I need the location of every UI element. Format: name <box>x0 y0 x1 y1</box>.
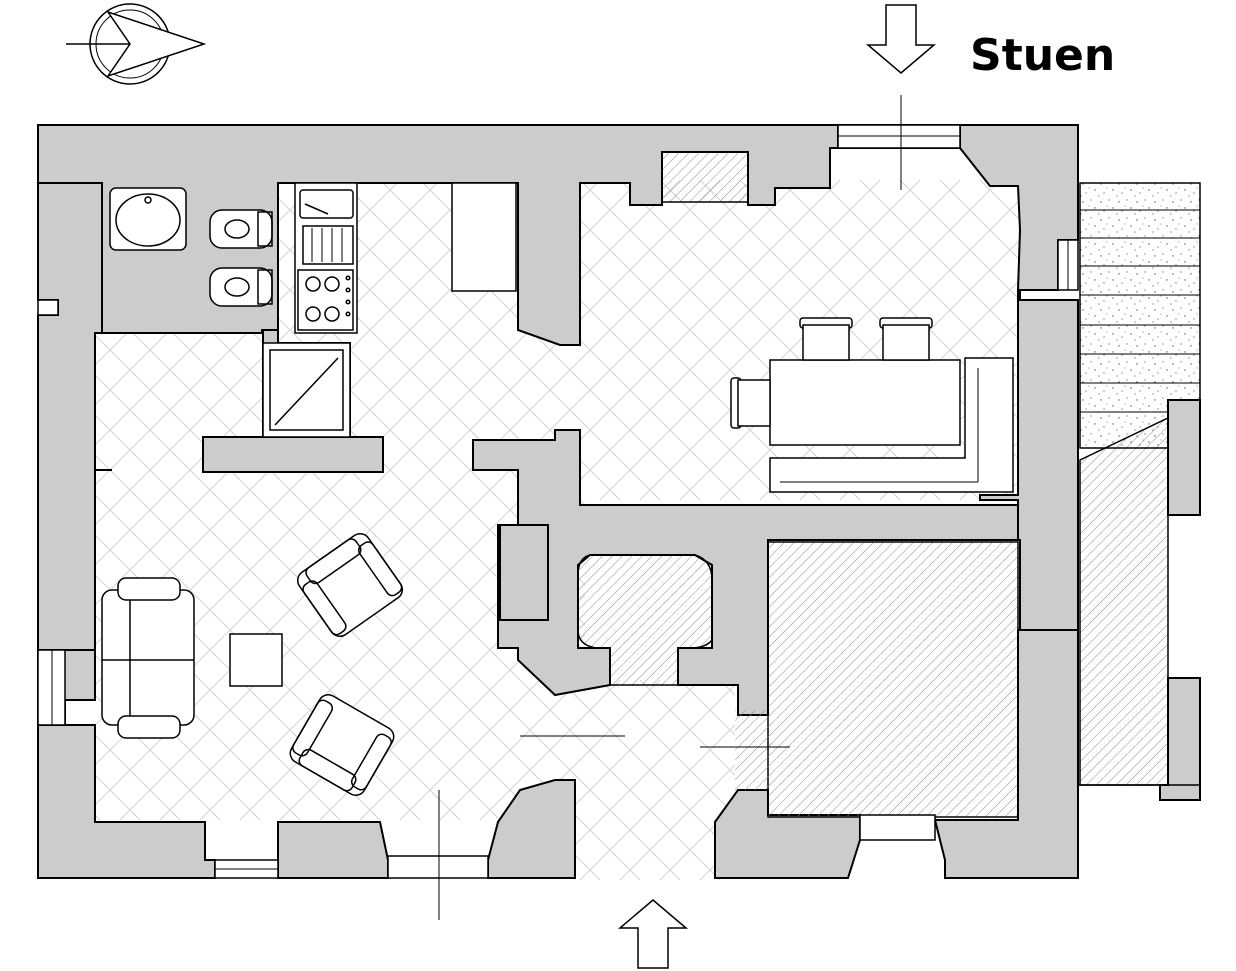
stove-icon <box>297 269 354 331</box>
chair-icon <box>799 317 853 361</box>
chair-icon <box>730 377 771 429</box>
living-room <box>101 532 404 796</box>
kitchen <box>294 182 517 334</box>
exterior-stairs <box>1078 182 1201 801</box>
dining-table <box>769 359 961 446</box>
exit-arrow-icon <box>617 899 689 969</box>
shower-icon <box>262 342 351 438</box>
armchair-icon <box>289 694 395 796</box>
bidet-icon <box>209 267 273 307</box>
sink-icon <box>109 187 187 251</box>
sofa-icon <box>101 577 195 739</box>
compass-north-icon <box>66 3 207 85</box>
windows <box>37 124 1079 879</box>
fridge-icon <box>451 182 517 292</box>
toilet-icon <box>209 209 273 249</box>
section-lines <box>438 95 902 920</box>
dining <box>730 317 1014 493</box>
armchair-icon <box>296 532 404 638</box>
kitchen-sink-icon <box>299 189 354 265</box>
bathroom <box>109 187 351 438</box>
entrance-arrow-icon <box>865 4 937 74</box>
chair-icon <box>879 317 933 361</box>
plan-title: Stuen <box>970 30 1115 81</box>
coffee-table <box>229 633 283 687</box>
hatched-areas <box>577 151 1169 818</box>
